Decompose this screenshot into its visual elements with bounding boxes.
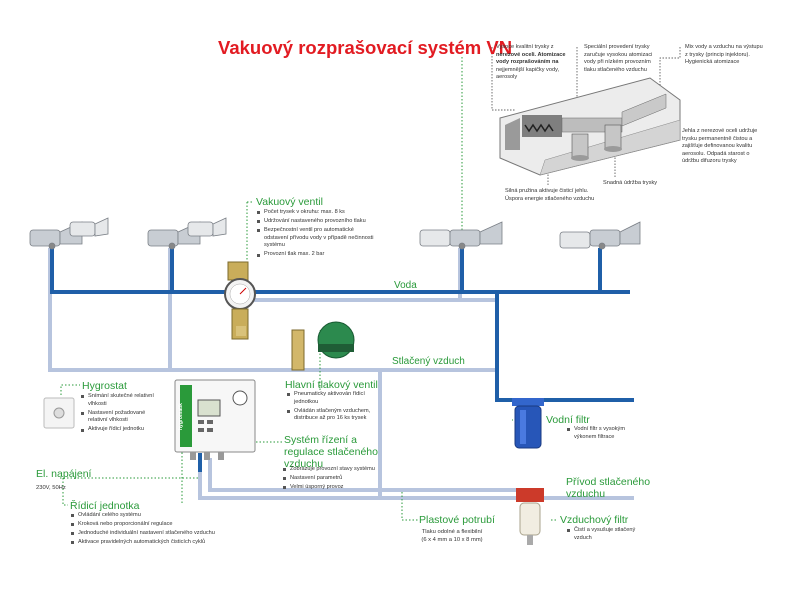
hygrostat-label: Hygrostat (82, 380, 127, 392)
air-filter-list: Čistí a vysušuje stlačený vzduch (566, 527, 636, 544)
list-item: Počet trysek v okruhu: max. 8 ks (256, 209, 374, 217)
nozzle-desc-spring: Silná pružina aktivuje čisticí jehlu.Úsp… (505, 188, 595, 202)
panel-brand: hygromatik (178, 403, 184, 430)
list-item: Udržování nastaveného provozního tlaku (256, 218, 374, 226)
list-item: Vodní filtr s vysokým výkonem filtrace (566, 426, 636, 441)
nozzle-group-3 (419, 221, 503, 250)
power-spec: 230V, 50Hz (36, 485, 66, 491)
list-item: Zobrazuje provozní stavy systému (282, 466, 392, 474)
list-item: Provozní tlak max. 2 bar (256, 251, 374, 259)
air-filter-label: Vzduchový filtr (560, 514, 629, 526)
list-item: Jednoduché individuální nastavení stlače… (70, 530, 240, 538)
control-unit-label: Řídicí jednotka (70, 500, 140, 512)
water-pipe-label: Voda (394, 280, 417, 291)
main-valve-label: Hlavní tlakový ventil (285, 379, 378, 391)
nozzle-group-1 (29, 217, 109, 250)
water-filter-label: Vodní filtr (546, 414, 590, 426)
power-label: El. napájení (36, 468, 92, 480)
list-item: Snímání skutečné relativní vlhkosti (80, 393, 162, 408)
main-valve-graphic (291, 321, 355, 371)
hygrostat-graphic (43, 397, 75, 429)
plastic-pipe-desc: Tlaku odolné a flexibilní(6 x 4 mm a 10 … (421, 529, 483, 543)
list-item: Čistí a vysušuje stlačený vzduch (566, 527, 636, 542)
list-item: Pneumaticky aktivován řídicí jednotkou (286, 391, 382, 406)
water-filter-graphic (512, 398, 544, 449)
control-unit-list: Ovládání celého systému Kroková nebo pro… (70, 512, 240, 548)
list-item: Ovládání celého systému (70, 512, 240, 520)
list-item: Velmi úsporný provoz (282, 484, 392, 492)
list-item: Bezpečnostní ventil pro automatické odst… (256, 227, 374, 250)
vacuum-valve-label: Vakuový ventil (256, 196, 323, 208)
hygrostat-list: Snímání skutečné relativní vlhkosti Nast… (80, 393, 162, 435)
nozzle-group-2 (147, 217, 227, 250)
air-filter-graphic (516, 488, 544, 545)
main-valve-list: Pneumaticky aktivován řídicí jednotkou O… (286, 391, 382, 424)
control-panel-graphic (174, 379, 256, 460)
list-item: Nastavení požadované relativní vlhkosti (80, 410, 162, 425)
control-system-list: Zobrazuje provozní stavy systému Nastave… (282, 466, 392, 493)
list-item: Aktivuje řídicí jednotku (80, 426, 162, 434)
list-item: Ovládán stlačeným vzduchem, distribuce a… (286, 408, 382, 423)
nozzle-group-4 (559, 221, 641, 250)
list-item: Nastavení parametrů (282, 475, 392, 483)
nozzle-desc-maintenance: Snadná údržba trysky (603, 180, 658, 186)
nozzle-cutaway (499, 77, 681, 176)
list-item: Aktivace pravidelných automatických čist… (70, 539, 240, 547)
list-item: Kroková nebo proporcionální regulace (70, 521, 240, 529)
air-pipe-label: Stlačený vzduch (392, 356, 465, 367)
page-title: Vakuový rozprašovací systém VN (218, 37, 513, 58)
nozzles (29, 217, 641, 250)
vacuum-valve-graphic (224, 261, 256, 340)
vacuum-valve-list: Počet trysek v okruhu: max. 8 ks Udržová… (256, 209, 374, 261)
water-filter-list: Vodní filtr s vysokým výkonem filtrace (566, 426, 636, 443)
plastic-pipe-label: Plastové potrubí (419, 514, 495, 526)
